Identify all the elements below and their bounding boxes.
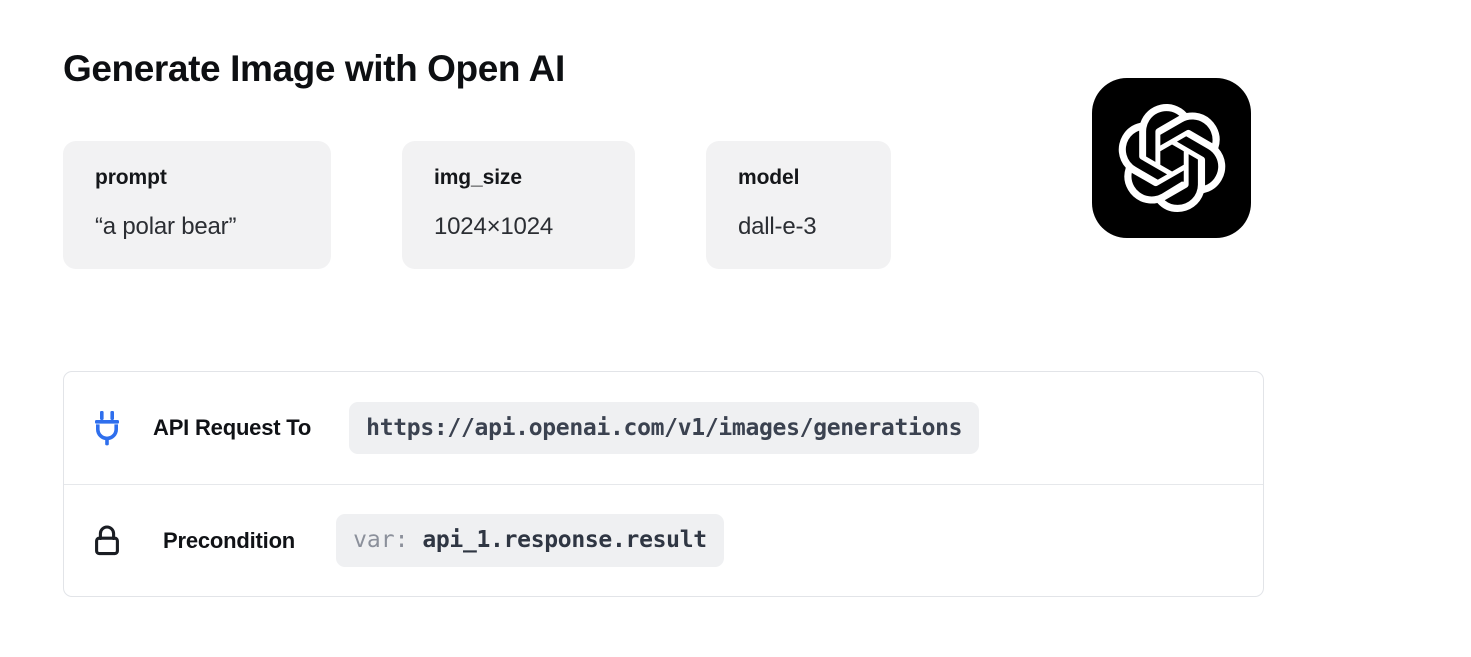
parameter-card-list: prompt “a polar bear” img_size 1024×1024… <box>63 141 891 269</box>
api-url-chip[interactable]: https://api.openai.com/v1/images/generat… <box>349 401 980 455</box>
parameter-value: “a polar bear” <box>95 213 237 240</box>
precondition-var-prefix: var: <box>353 527 409 554</box>
page-title: Generate Image with Open AI <box>63 48 565 89</box>
parameter-key: prompt <box>95 166 167 189</box>
detail-row-label: API Request To <box>153 415 312 440</box>
openai-logo <box>1092 78 1251 238</box>
parameter-card-img-size[interactable]: img_size 1024×1024 <box>402 141 635 269</box>
precondition-chip[interactable]: var: api_1.response.result <box>336 514 724 567</box>
precondition-var-value: api_1.response.result <box>422 527 707 554</box>
openai-knot-icon <box>1118 104 1226 212</box>
parameter-card-prompt[interactable]: prompt “a polar bear” <box>63 141 331 269</box>
detail-row-api-request: API Request To https://api.openai.com/v1… <box>64 372 1263 484</box>
detail-row-label: Precondition <box>163 527 296 553</box>
detail-row-precondition: Precondition var: api_1.response.result <box>64 484 1263 596</box>
plug-icon <box>90 408 142 448</box>
parameter-key: img_size <box>434 166 522 189</box>
parameter-value: dall-e-3 <box>738 213 817 240</box>
detail-panel: API Request To https://api.openai.com/v1… <box>63 371 1264 597</box>
parameter-card-model[interactable]: model dall-e-3 <box>706 141 891 269</box>
lock-icon <box>90 521 142 561</box>
parameter-key: model <box>738 166 800 189</box>
parameter-value: 1024×1024 <box>434 213 553 240</box>
